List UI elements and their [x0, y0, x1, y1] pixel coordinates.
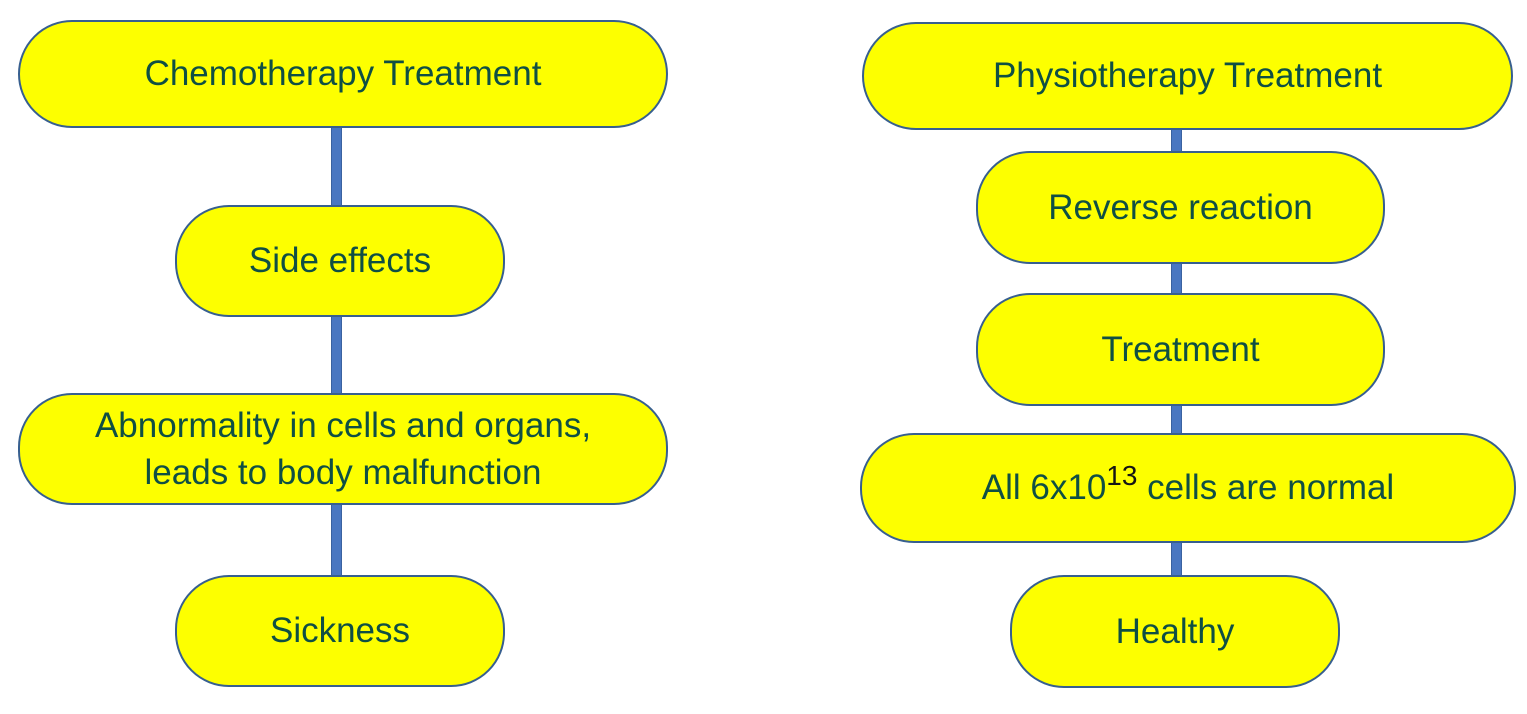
node-label: Physiotherapy Treatment [992, 56, 1383, 96]
connector-physio-to-reverse [1171, 126, 1182, 156]
connector-allcells-to-healthy [1171, 539, 1182, 579]
node-side-effects: Side effects [175, 205, 505, 317]
node-treatment: Treatment [976, 293, 1385, 406]
node-label: All 6x1013 cells are normal [981, 462, 1395, 511]
node-label-superscript: 13 [1106, 460, 1138, 492]
node-label: Sickness [269, 611, 411, 651]
node-chemotherapy-treatment: Chemotherapy Treatment [18, 20, 668, 128]
node-physiotherapy-treatment: Physiotherapy Treatment [862, 22, 1513, 130]
node-label-line-2: leads to body malfunction [144, 453, 542, 492]
node-sickness: Sickness [175, 575, 505, 687]
node-reverse-reaction: Reverse reaction [976, 151, 1385, 264]
connector-sideeffects-to-abnormality [331, 313, 342, 397]
connector-abnormality-to-sickness [331, 501, 342, 579]
node-label: Chemotherapy Treatment [144, 54, 542, 94]
node-label-prefix: All 6x10 [981, 468, 1107, 508]
node-all-cells-normal: All 6x1013 cells are normal [860, 433, 1516, 543]
node-label-suffix: cells are normal [1137, 468, 1395, 508]
node-healthy: Healthy [1010, 575, 1340, 688]
node-label: Treatment [1101, 329, 1260, 369]
node-label: Healthy [1115, 611, 1235, 651]
connector-reverse-to-treatment [1171, 260, 1182, 298]
node-label: Reverse reaction [1048, 187, 1313, 227]
connector-chemo-to-sideeffects [331, 124, 342, 210]
node-label-line-1: Abnormality in cells and organs, [94, 405, 592, 445]
connector-treatment-to-allcells [1171, 402, 1182, 438]
node-abnormality: Abnormality in cells and organs, leads t… [18, 393, 668, 505]
node-label: Side effects [248, 241, 432, 281]
